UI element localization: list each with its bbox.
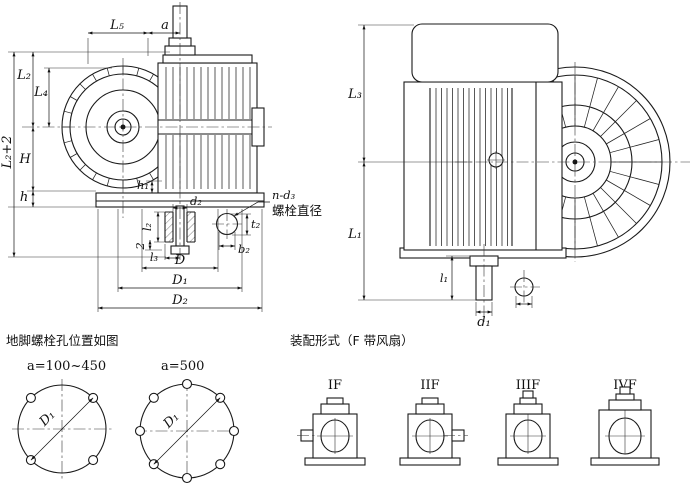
dim-label-L1: L₁ (347, 227, 362, 242)
bolt-circle-large-dim: D₁ (160, 410, 182, 432)
left-view: L₅ a L₂+2 L₂ L₄ H h h₁ d₂ l₂ 2 l₃ b₂ t₂ … (0, 2, 322, 312)
right-view-extension-lines (358, 24, 533, 316)
bolt-circle-small-dim: D₁ (36, 408, 58, 430)
dim-label-D1: D₁ (171, 273, 188, 288)
top-shaft (522, 390, 534, 399)
output-shaft (469, 255, 534, 301)
right-view-dimensions: L₃ L₁ l₁ d₁ (347, 24, 532, 330)
dim-label-L2: L₂ (16, 68, 31, 83)
dim-label-d2: d₂ (190, 194, 202, 208)
bolt-circle-small-label: a=100~450 (27, 359, 106, 374)
bolt-circle-small: a=100~450 D₁ (12, 359, 112, 479)
bolt-circle-large: a=500 D₁ (134, 359, 240, 484)
bolt-note-line1: n-d₃ (272, 188, 296, 202)
dim-label-d1: d₁ (477, 315, 491, 330)
right-view-centerlines (455, 62, 690, 322)
dim-label-H: H (18, 152, 31, 167)
anchor-caption: 地脚螺栓孔位置如图 (6, 333, 119, 348)
bolt-circle-large-label: a=500 (161, 359, 204, 374)
dim-label-l3: l₃ (150, 250, 159, 264)
assembly-form-1-label: IF (328, 378, 342, 393)
dim-label-h: h (20, 190, 28, 205)
terminal-box (411, 23, 559, 83)
dim-label-L4: L₄ (33, 85, 48, 100)
assembly-form-3: IIIF (497, 378, 559, 466)
housing-ribs (62, 66, 154, 188)
dim-label-L5: L₅ (109, 18, 125, 33)
assembly-form-2: IIF (399, 378, 468, 466)
anchor-bolt-layouts: 地脚螺栓孔位置如图 a=100~450 D₁ a=500 D₁ (6, 333, 240, 484)
top-cap (162, 54, 253, 64)
worm-band-lines (158, 119, 257, 135)
assembly-form-4-label: IVF (613, 378, 637, 393)
left-view-dimensions: L₅ a L₂+2 L₂ L₄ H h h₁ d₂ l₂ 2 l₃ b₂ t₂ … (0, 18, 322, 310)
assembly-form-2-label: IIF (420, 378, 439, 393)
assembly-form-1: IF (297, 378, 366, 466)
assembly-caption: 装配形式（F 带风扇） (290, 333, 414, 348)
worm-housing-block (157, 5, 265, 194)
anchor-bolt-section-detail (164, 205, 239, 255)
motor-fins (435, 88, 508, 246)
assembly-form-4: IVF (590, 378, 660, 466)
top-shaft (619, 386, 631, 395)
dim-label-D2: D₂ (171, 293, 188, 308)
dim-label-b2: b₂ (238, 242, 250, 256)
motor (399, 23, 567, 259)
dim-label-a: a (161, 18, 169, 33)
left-view-centerlines (22, 2, 272, 262)
dim-label-2: 2 (133, 242, 147, 250)
dim-label-t2: t₂ (251, 217, 261, 231)
bolt-note-leader (233, 201, 270, 217)
dim-label-h1: h₁ (137, 178, 149, 192)
dim-label-L2plus2: L₂+2 (0, 135, 15, 169)
dim-label-D: D (174, 253, 186, 268)
right-view: L₃ L₁ l₁ d₁ (347, 23, 690, 330)
motor-body (403, 81, 563, 251)
dim-label-l1: l₁ (440, 271, 448, 285)
dim-label-L3: L₃ (347, 87, 362, 102)
assembly-form-3-label: IIIF (516, 378, 540, 393)
assembly-forms: 装配形式（F 带风扇） IF IIF IIIF (290, 333, 660, 466)
bolt-note-line2: 螺栓直径 (272, 203, 322, 218)
dim-label-l2: l₂ (140, 222, 154, 231)
